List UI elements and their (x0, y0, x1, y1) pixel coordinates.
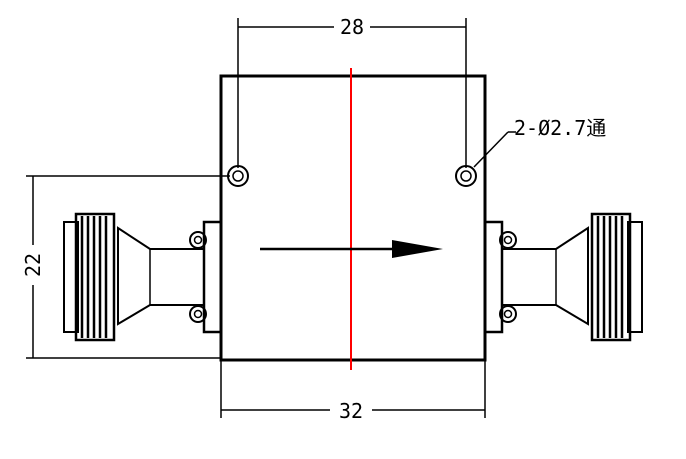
mounting-hole-left (227, 165, 249, 187)
mounting-hole-right (455, 165, 477, 187)
dimension-label-height: 22 (21, 253, 45, 277)
direction-arrow (260, 240, 443, 258)
dimension-height (26, 175, 230, 359)
left-connector (63, 212, 223, 342)
dimension-label-hole-spacing: 28 (340, 15, 364, 39)
device-body (219, 74, 487, 362)
dimension-hole-spacing (237, 18, 467, 168)
dimension-body-width (220, 360, 486, 418)
right-connector (483, 212, 643, 342)
hole-callout-label: 2-Ø2.7通 (514, 116, 606, 140)
hole-callout-leader (473, 131, 516, 168)
dimension-label-body-width: 32 (339, 399, 363, 423)
